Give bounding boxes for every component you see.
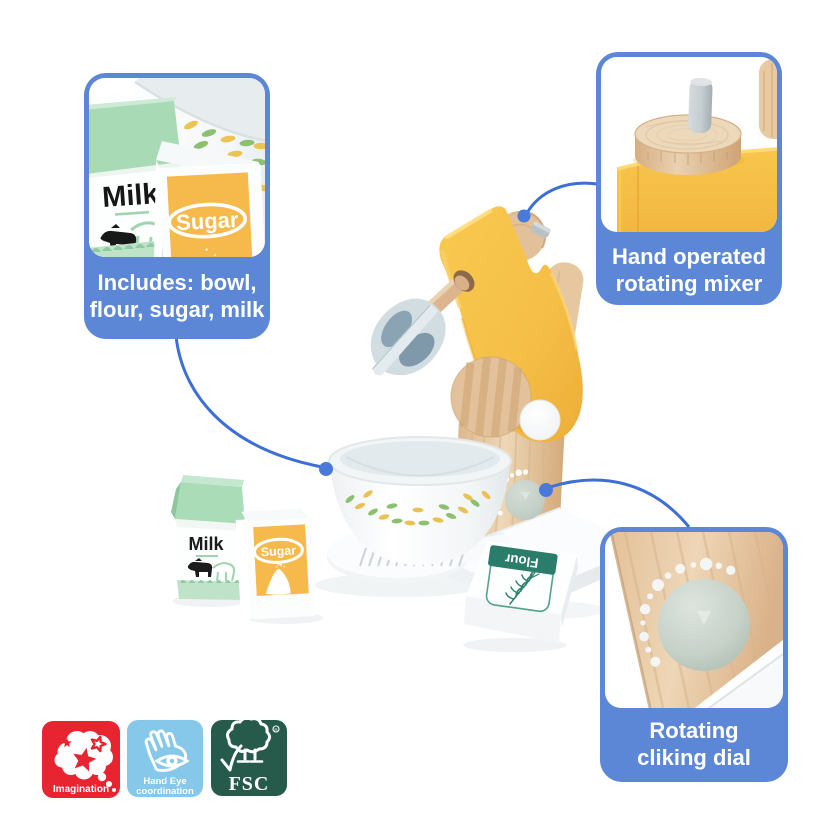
svg-text:Imagination: Imagination xyxy=(53,784,109,795)
svg-text:Flour: Flour xyxy=(503,551,539,571)
svg-text:coordination: coordination xyxy=(136,786,194,797)
svg-text:FSC: FSC xyxy=(229,773,270,795)
svg-text:R: R xyxy=(274,727,278,732)
svg-text:Milk: Milk xyxy=(188,534,224,554)
svg-text:Milk: Milk xyxy=(101,178,160,214)
svg-text:Hand Eye: Hand Eye xyxy=(143,776,186,787)
svg-text:Sugar: Sugar xyxy=(260,543,296,559)
svg-text:Sugar: Sugar xyxy=(175,207,239,235)
